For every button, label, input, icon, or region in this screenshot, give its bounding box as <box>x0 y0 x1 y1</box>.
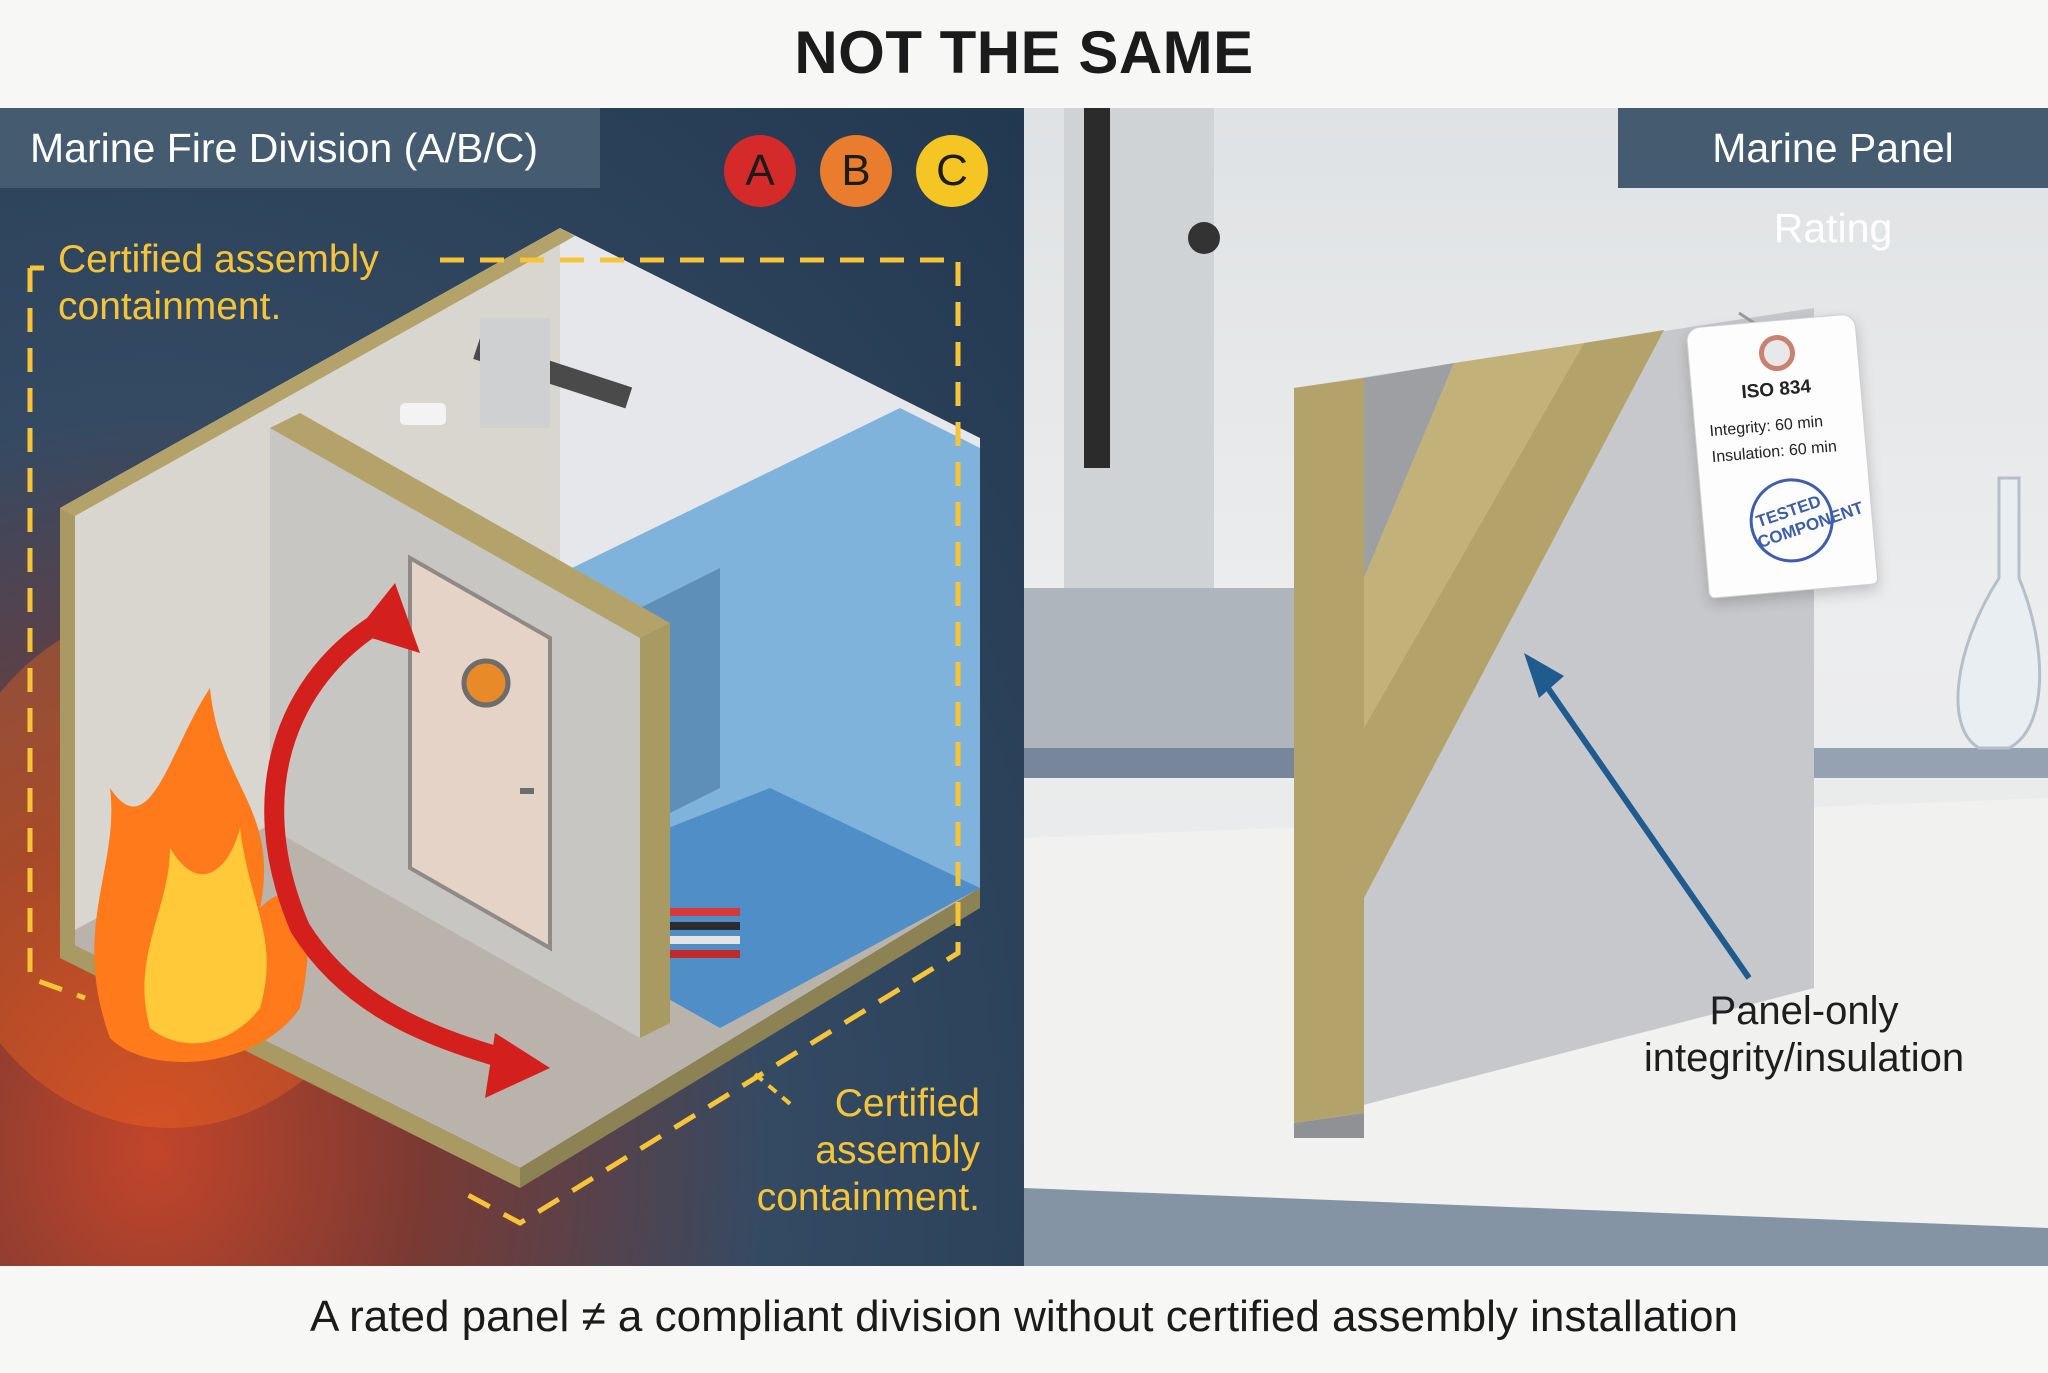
tag-integrity: Integrity: 60 min <box>1708 413 1824 441</box>
class-c-badge: C <box>916 135 988 207</box>
test-certificate-tag: ISO 834 Integrity: 60 min Insulation: 60… <box>1685 313 1879 599</box>
panel-base-channel <box>1294 1113 1364 1138</box>
instrument-knob <box>1188 222 1220 254</box>
page-title: NOT THE SAME <box>794 19 1254 86</box>
door-handle <box>520 788 534 794</box>
fire-core <box>144 828 267 1044</box>
bulkhead-insulation-top <box>270 413 670 638</box>
panel-rating-panel: Marine Panel Rating ISO 834 Integrity: 6… <box>1024 108 2048 1266</box>
ventilation-unit <box>480 318 550 428</box>
table-edge <box>1024 1188 2048 1266</box>
lab-illustration <box>1024 108 2048 1266</box>
containment-boundary-right <box>440 257 961 1226</box>
tested-component-stamp: TESTED COMPONENT <box>1738 467 1866 574</box>
division-header: Marine Fire Division (A/B/C) <box>0 108 600 188</box>
wall-insulation-left-edge <box>60 508 75 948</box>
pointer-arrow <box>1531 666 1752 980</box>
panel-only-label: Panel-only integrity/insulation <box>1643 989 1965 1080</box>
floor-edge-right <box>520 888 980 1188</box>
containment-note-bottom: Certified assembly containment. <box>756 1082 980 1219</box>
tag-standard: ISO 834 <box>1740 376 1812 404</box>
note-leader-line <box>753 1072 797 1110</box>
fire-division-panel: Marine Fire Division (A/B/C) A B C Certi… <box>0 108 1024 1266</box>
fire-door <box>408 554 552 952</box>
bulkhead-insulation-side <box>640 623 670 1038</box>
wall-insulation-top <box>60 228 575 516</box>
background-bench <box>1024 588 1314 778</box>
ceiling-light <box>400 403 446 425</box>
arrowhead-top <box>355 583 420 653</box>
panel-edge-wool <box>1294 378 1364 1123</box>
rating-header: Marine Panel Rating <box>1618 108 2048 251</box>
division-class-badges: A B C <box>724 135 1004 215</box>
tag-insulation: Insulation: 60 min <box>1711 438 1838 467</box>
glass-flask <box>1956 476 2042 750</box>
arrowhead-bottom <box>485 1033 550 1098</box>
door-porthole <box>461 658 511 708</box>
mineral-wool-core-2 <box>1364 330 1664 898</box>
instrument-column <box>1084 108 1110 468</box>
bottom-caption: A rated panel ≠ a compliant division wit… <box>309 1292 1738 1341</box>
cable-penetration <box>670 908 740 958</box>
class-a-badge: A <box>724 135 796 207</box>
cabin-illustration <box>0 228 980 1226</box>
tag-eyelet <box>1757 333 1797 373</box>
pointer-arrowhead <box>1524 653 1564 698</box>
containment-arrow <box>264 603 530 1073</box>
class-b-badge: B <box>820 135 892 207</box>
containment-note-top: Certified assembly containment. <box>58 238 379 328</box>
